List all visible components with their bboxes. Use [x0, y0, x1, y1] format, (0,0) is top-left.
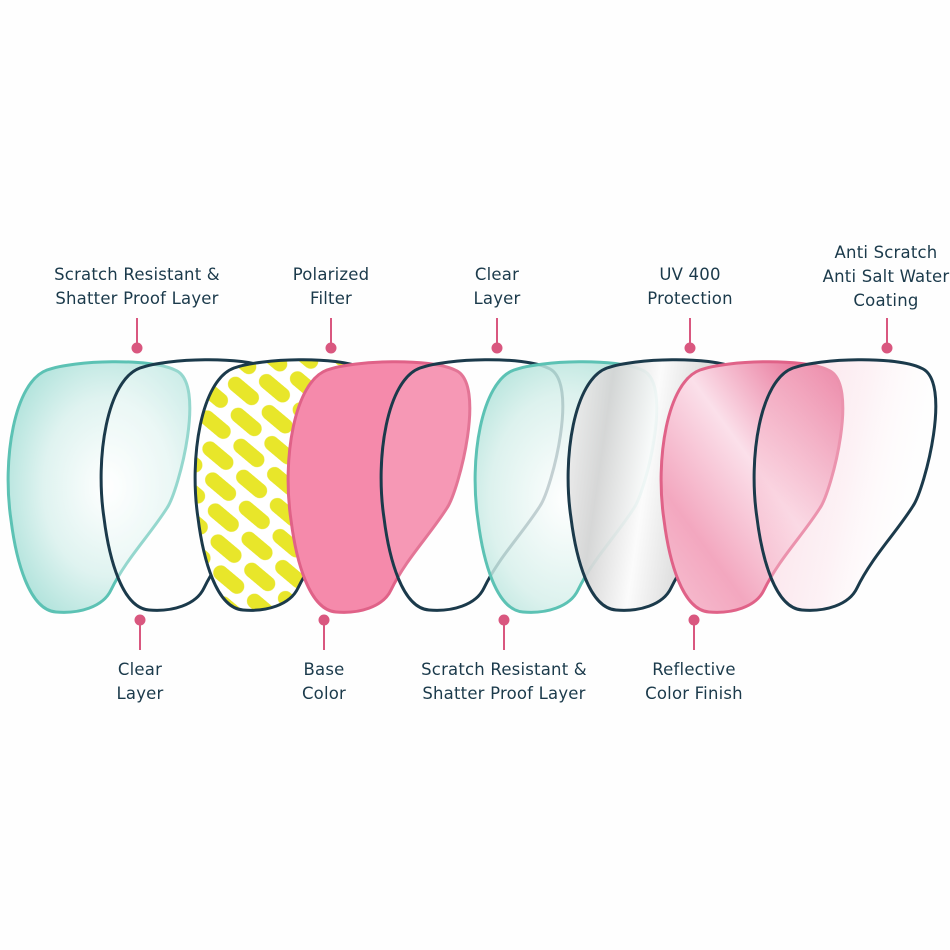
lens-anti-scratch-coating	[752, 358, 938, 612]
label-line: Color Finish	[645, 684, 743, 703]
connector-bottom-4	[688, 614, 700, 650]
label-uv400-protection: UV 400 Protection	[647, 263, 732, 311]
label-line: Layer	[473, 289, 521, 308]
label-line: Scratch Resistant &	[421, 660, 587, 679]
label-line: Color	[301, 684, 347, 703]
connector-top-1	[131, 318, 143, 354]
label-line: UV 400	[659, 265, 721, 284]
connector-bottom-2	[318, 614, 330, 650]
connector-bottom-1	[134, 614, 146, 650]
label-line: Anti Salt Water	[822, 267, 950, 286]
label-anti-scratch-coating: Anti Scratch Anti Salt Water Coating	[823, 241, 950, 313]
connector-top-2	[325, 318, 337, 354]
label-line: Coating	[853, 291, 919, 310]
label-line: Anti Scratch	[834, 243, 938, 262]
label-line: Clear	[117, 660, 163, 679]
label-scratch-resistant-bottom: Scratch Resistant & Shatter Proof Layer	[421, 658, 587, 706]
connector-bottom-3	[498, 614, 510, 650]
label-line: Layer	[116, 684, 164, 703]
connector-top-3	[491, 318, 503, 354]
label-base-color: Base Color	[302, 658, 346, 706]
label-line: Clear	[474, 265, 520, 284]
label-line: Reflective	[652, 660, 736, 679]
label-line: Filter	[309, 289, 353, 308]
label-clear-layer-top: Clear Layer	[473, 263, 520, 311]
label-line: Protection	[647, 289, 733, 308]
label-polarized-filter: Polarized Filter	[293, 263, 370, 311]
connector-top-5	[881, 318, 893, 354]
label-line: Shatter Proof Layer	[55, 289, 219, 308]
label-scratch-resistant-top: Scratch Resistant & Shatter Proof Layer	[54, 263, 220, 311]
connector-top-4	[684, 318, 696, 354]
label-line: Base	[303, 660, 345, 679]
label-reflective-finish: Reflective Color Finish	[645, 658, 743, 706]
label-line: Polarized	[292, 265, 370, 284]
label-clear-layer-bottom: Clear Layer	[116, 658, 163, 706]
label-line: Scratch Resistant &	[54, 265, 220, 284]
label-line: Shatter Proof Layer	[422, 684, 586, 703]
